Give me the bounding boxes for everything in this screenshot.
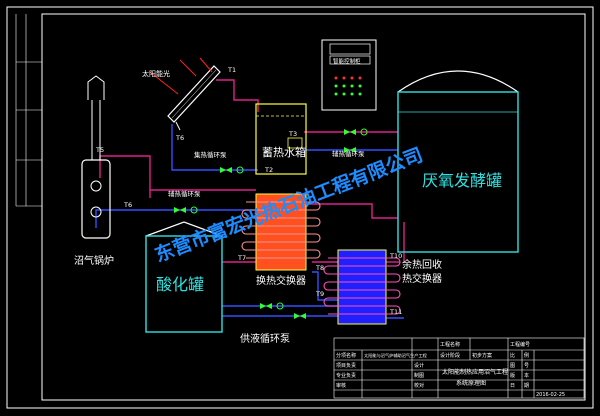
heat-pump-group — [344, 128, 368, 136]
collector-pump-group — [220, 166, 244, 174]
tb-cell: 分项名称 — [336, 352, 356, 359]
digester-tank — [397, 70, 519, 253]
solar-light-label: 太阳能光 — [142, 69, 170, 78]
tb-cell: 期 — [524, 383, 529, 389]
sensor-t10: T10 — [389, 252, 402, 260]
tb-cell: 设计阶段 — [440, 352, 460, 359]
tb-cell: 比 — [510, 352, 515, 359]
tb-cell: 例 — [524, 352, 529, 359]
aux-pump-label: 辅热循环泵 — [168, 189, 201, 198]
sensor-t5: T5 — [95, 146, 104, 154]
pump-valve-groups — [174, 128, 368, 319]
tb-cell: 日 — [510, 383, 515, 389]
sensor-t6-boiler: T6 — [123, 201, 132, 209]
project-name-label: 工程名称 — [440, 341, 460, 348]
exchanger-digester-pipe — [304, 203, 398, 219]
title-block — [333, 337, 585, 399]
sensor-t8: T8 — [315, 264, 324, 272]
tb-cell: 太阳能与沼气炉辅助沼气生产工程 — [364, 352, 428, 359]
inner-frame — [41, 13, 586, 401]
control-cabinet-label: 智能控制柜 — [333, 57, 361, 65]
waste-heat-label: 余热回收 — [402, 258, 442, 271]
project-no-label: 工程编号 — [510, 341, 530, 348]
storage-tank — [255, 103, 307, 175]
sensor-t9: T9 — [315, 290, 324, 298]
tb-cell: 审核 — [336, 382, 346, 389]
boiler-label: 沼气锅炉 — [74, 254, 114, 267]
aux-pump-group — [174, 206, 198, 214]
acidification-tank — [145, 221, 223, 333]
tb-cell: 本 — [524, 372, 529, 379]
solar-collector — [167, 65, 221, 131]
tb-cell: 设计 — [414, 362, 424, 369]
sensor-t7: T7 — [237, 254, 246, 262]
sensor-t11: T11 — [389, 308, 402, 316]
tb-cell: 初步方案 — [472, 352, 492, 359]
boiler-return-pipe — [95, 209, 256, 228]
sensor-t3: T3 — [288, 130, 297, 138]
boiler-hot-pipe — [99, 155, 256, 191]
feed-pump-label: 供液循环泵 — [240, 332, 290, 345]
biogas-boiler — [81, 75, 111, 239]
sensor-t2: T2 — [264, 166, 273, 174]
drawing-title-2: 系统原理图 — [456, 379, 486, 387]
waste-heat-exchanger — [323, 249, 401, 325]
binding-strip — [15, 14, 42, 207]
exchanger-label: 换热交换器 — [256, 274, 306, 287]
title-block-text: 工程名称 工程编号 分项名称 太阳能与沼气炉辅助沼气生产工程 设计阶段 初步方案… — [336, 341, 565, 398]
tb-cell: 专业负责 — [336, 372, 356, 379]
tb-cell: 图 — [510, 363, 515, 369]
tb-cell: 制图 — [414, 372, 424, 379]
temperature-sensor-labels: T1 T2 T3 T5 T6 T6 T7 T8 T9 T10 T11 — [95, 66, 402, 316]
tb-cell: 校对 — [414, 382, 424, 389]
tb-cell: 版 — [510, 372, 515, 379]
acid-tank-label: 酸化罐 — [156, 275, 204, 294]
drawing-title-1: 太阳能制热应用沼气工程 — [442, 368, 508, 376]
sensor-t6-collector: T6 — [175, 134, 184, 142]
sunlight-rays — [149, 57, 213, 95]
control-cabinet — [321, 39, 377, 111]
feed-pump-group — [260, 302, 284, 310]
collector-pump-label: 集热循环泵 — [194, 150, 227, 159]
drawing-date: 2016-02-25 — [536, 392, 565, 398]
heat-exchanger — [241, 193, 321, 271]
outer-frame — [6, 6, 594, 409]
tb-cell: 号 — [524, 363, 529, 369]
digester-label: 厌氧发酵罐 — [422, 171, 502, 190]
sensor-t1: T1 — [227, 66, 236, 74]
heat-pump-label: 辅热循环泵 — [332, 149, 365, 158]
storage-tank-label: 蓄热水箱 — [262, 145, 306, 159]
waste-heat-label-2: 热交换器 — [402, 272, 442, 285]
tb-cell: 项目负责 — [336, 362, 356, 369]
